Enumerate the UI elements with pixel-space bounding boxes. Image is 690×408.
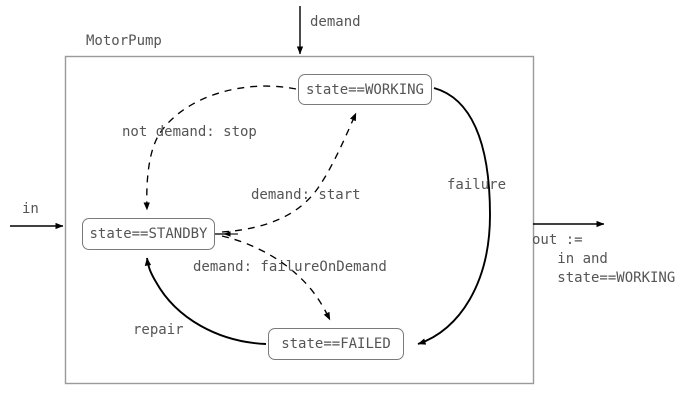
transition-label-start: demand: start: [251, 187, 361, 203]
transition-label-repair: repair: [133, 322, 184, 338]
state-node-standby[interactable]: state==STANDBY: [82, 218, 215, 250]
state-node-working[interactable]: state==WORKING: [298, 74, 432, 105]
component-container-rect: [64, 55, 535, 385]
transition-failure-path: [417, 87, 491, 345]
transition-start-path: [221, 112, 357, 233]
transition-label-stop: not demand: stop: [122, 124, 257, 140]
port-label-demand: demand: [310, 14, 361, 30]
port-label-out: out := in and state==WORKING: [532, 231, 675, 288]
out-line-1: out :=: [532, 232, 583, 248]
out-line-2: in and: [532, 251, 608, 267]
transition-failure-on-demand-path: [221, 235, 331, 321]
port-label-in: in: [22, 201, 39, 217]
out-line-3: state==WORKING: [532, 270, 676, 286]
transition-label-failure-on-demand: demand: failureOnDemand: [193, 259, 387, 275]
transition-stop-path: [143, 85, 297, 211]
state-node-failed[interactable]: state==FAILED: [268, 328, 404, 360]
transition-repair-path: [144, 257, 267, 345]
component-title: MotorPump: [86, 33, 162, 49]
transition-label-failure: failure: [447, 177, 507, 193]
